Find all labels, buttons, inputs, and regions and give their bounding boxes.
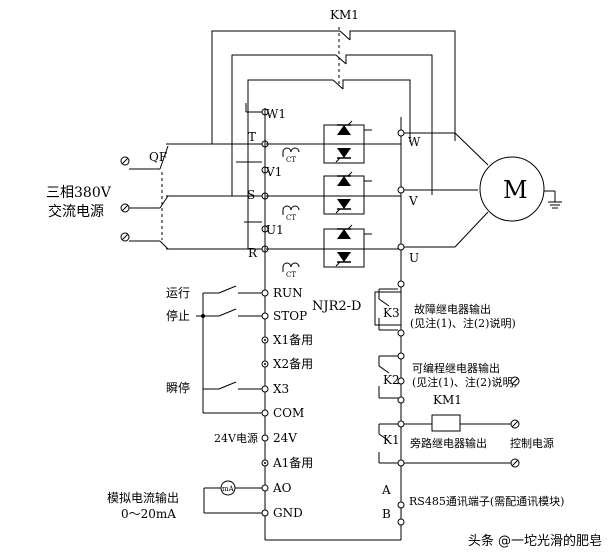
terminal-w: W	[408, 135, 421, 149]
analog-output-line1: 模拟电流输出	[107, 490, 179, 505]
meter-label: mA	[222, 485, 235, 493]
terminal-w1: W1	[266, 107, 286, 121]
control-terminals: RUN STOP X1备用 X2备用 X3 COM 24V A1备用 AO GN…	[107, 285, 313, 521]
v24-source-label: 24V电源	[214, 431, 258, 445]
bypass-taps: W1 V1 U1	[236, 103, 286, 237]
k3-desc-line1: 故障继电器输出	[414, 302, 491, 316]
comm-desc: RS485通讯端子(需配通讯模块)	[409, 495, 564, 508]
contactor-label: KM1	[330, 8, 359, 22]
terminal-com: COM	[273, 406, 304, 420]
terminal-x2: X2备用	[273, 357, 313, 371]
terminal-x1: X1备用	[273, 333, 313, 347]
terminal-t: T	[248, 130, 256, 144]
drive-body: NJR2-D	[264, 108, 402, 541]
terminal-ao: AO	[272, 481, 292, 495]
power-source-line1: 三相380V	[46, 185, 112, 201]
stop-label: 停止	[166, 308, 190, 323]
k2-desc-line2: (见注(1)、注(2)说明)	[412, 375, 518, 389]
terminal-stop: STOP	[273, 309, 307, 323]
km1-coil-label: KM1	[433, 393, 462, 407]
jog-label: 瞬停	[166, 380, 190, 395]
terminal-gnd: GND	[273, 506, 303, 520]
terminal-x3: X3	[273, 382, 289, 396]
relay-outputs: K3 故障继电器输出 (见注(1)、注(2)说明) K2 可编程继电器输出 (见…	[374, 280, 564, 526]
terminal-v: V	[408, 194, 418, 208]
terminal-u1: U1	[266, 223, 284, 237]
terminal-v1: V1	[265, 165, 282, 179]
motor-label: M	[503, 176, 528, 204]
k2-desc-line1: 可编程继电器输出	[412, 361, 500, 375]
relay-k2: K2	[383, 373, 400, 387]
power-source-line2: 交流电源	[48, 203, 104, 220]
ct-label-2: CT	[286, 214, 296, 222]
drive-model: NJR2-D	[312, 299, 361, 314]
terminal-u: U	[409, 251, 419, 265]
k3-desc-line2: (见注(1)、注(2)说明)	[410, 316, 516, 330]
watermark: 头条 @一坨光滑的肥皂	[467, 534, 602, 549]
ct-label-3: CT	[286, 271, 296, 279]
power-input: 三相380V 交流电源 QF T S R	[46, 130, 269, 260]
bypass-contactor: KM1	[211, 8, 456, 249]
terminal-a1: A1备用	[272, 456, 313, 470]
comm-terminal-a: A	[381, 483, 391, 497]
motor-output: W V U M	[397, 129, 562, 265]
terminal-r: R	[248, 246, 258, 260]
relay-k1: K1	[383, 433, 400, 447]
control-power-label: 控制电源	[510, 436, 554, 450]
comm-terminal-b: B	[382, 507, 391, 521]
relay-k3: K3	[383, 306, 400, 320]
ct-label-1: CT	[286, 156, 296, 164]
k1-desc: 旁路继电器输出	[410, 436, 487, 450]
terminal-24v: 24V	[273, 431, 297, 445]
current-transformers: CT CT CT	[282, 147, 300, 279]
terminal-s: S	[247, 188, 255, 202]
run-label: 运行	[166, 286, 190, 300]
thyristor-modules	[323, 120, 372, 268]
analog-output-line2: 0～20mA	[121, 507, 176, 521]
terminal-run: RUN	[273, 286, 303, 300]
